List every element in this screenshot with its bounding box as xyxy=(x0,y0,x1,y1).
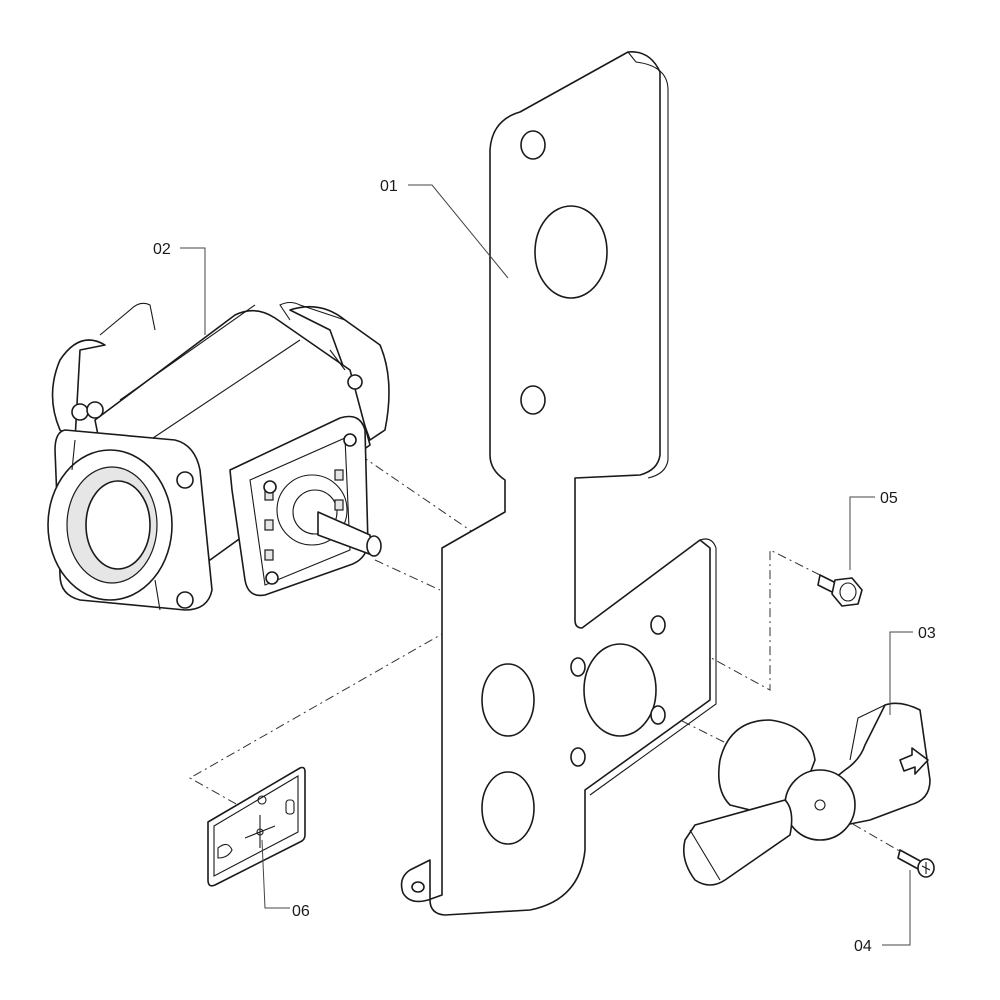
bracket-hole xyxy=(570,657,586,677)
arrow-icon xyxy=(899,747,929,775)
bolt-icon xyxy=(347,374,363,390)
callout-06: 06 xyxy=(292,903,310,920)
callout-01: 01 xyxy=(380,178,398,195)
callout-05: 05 xyxy=(880,490,898,507)
callout-03: 03 xyxy=(918,625,936,642)
bolt-icon xyxy=(176,591,194,609)
bracket-hole xyxy=(481,663,535,737)
callout-04: 04 xyxy=(854,938,872,955)
bracket-hole xyxy=(520,130,546,160)
leader-lines xyxy=(180,184,913,946)
bracket-hole xyxy=(411,881,425,893)
bolt-icon xyxy=(71,403,89,421)
screw-part xyxy=(897,849,935,878)
bolt-icon xyxy=(86,401,104,419)
valve-assembly xyxy=(47,301,390,611)
bracket-hole xyxy=(650,615,666,635)
callout-02: 02 xyxy=(153,241,171,258)
bolt-part xyxy=(817,574,863,607)
callout-labels: 01 02 03 04 05 06 xyxy=(153,178,936,955)
lever-handle xyxy=(682,702,931,886)
bracket-hole xyxy=(520,385,546,415)
bolt-icon xyxy=(176,471,194,489)
bracket-hole xyxy=(650,705,666,725)
bracket-hole xyxy=(481,771,535,845)
mounting-bracket xyxy=(400,51,717,916)
label-plate xyxy=(207,766,306,887)
bracket-hole xyxy=(583,643,657,737)
bracket-hole xyxy=(570,747,586,767)
bracket-hole xyxy=(534,205,608,299)
